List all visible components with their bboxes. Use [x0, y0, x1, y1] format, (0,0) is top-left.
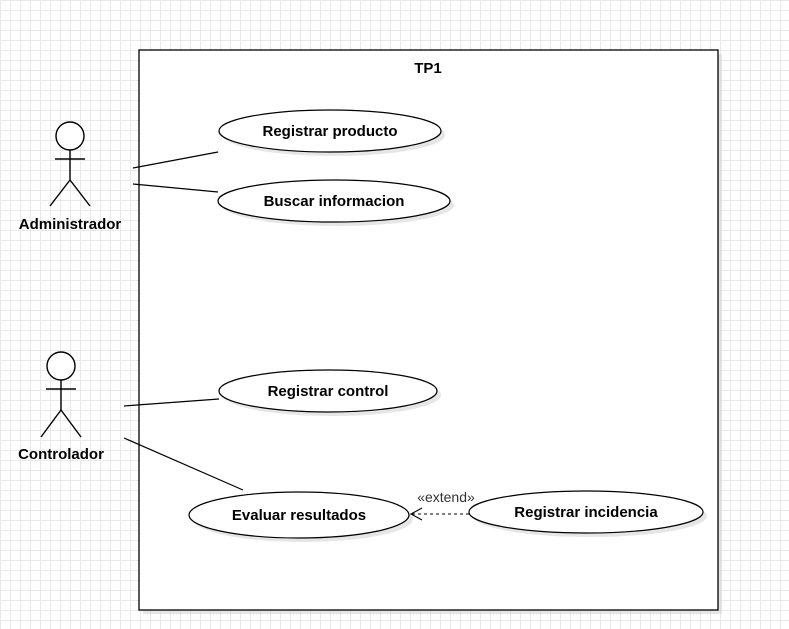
extend-relation[interactable]: «extend»	[409, 489, 475, 521]
system-title: TP1	[414, 60, 442, 77]
actor-label: Administrador	[19, 216, 122, 233]
actor-administrador[interactable]: Administrador	[19, 121, 122, 233]
association-admin-registrar-producto[interactable]	[132, 151, 219, 169]
use-case-ellipse	[217, 179, 451, 223]
stick-figure-icon	[49, 121, 91, 207]
use-case-ellipse	[188, 491, 410, 539]
actor-label: Controlador	[18, 446, 104, 463]
stick-figure-icon	[40, 351, 82, 438]
use-case-buscar-informacion[interactable]: Buscar informacion	[217, 179, 454, 226]
association-admin-buscar-informacion[interactable]	[132, 183, 219, 193]
use-case-label: Registrar control	[268, 383, 389, 400]
use-case-registrar-incidencia[interactable]: Registrar incidencia	[468, 490, 707, 537]
use-case-ellipse	[218, 109, 442, 153]
open-arrowhead-icon	[409, 507, 423, 521]
actor-controlador[interactable]: Controlador	[18, 351, 104, 463]
association-controlador-registrar-control[interactable]	[123, 398, 220, 407]
use-case-ellipse	[218, 369, 438, 413]
extend-label: «extend»	[417, 489, 475, 505]
use-case-registrar-producto[interactable]: Registrar producto	[218, 109, 445, 156]
use-case-registrar-control[interactable]: Registrar control	[218, 369, 441, 416]
association-controlador-evaluar-resultados[interactable]	[123, 437, 244, 491]
use-case-label: Buscar informacion	[264, 193, 405, 210]
use-case-label: Registrar incidencia	[514, 504, 658, 521]
use-case-evaluar-resultados[interactable]: Evaluar resultados	[188, 491, 413, 542]
use-case-label: Evaluar resultados	[232, 507, 366, 524]
use-case-label: Registrar producto	[262, 123, 397, 140]
use-case-ellipse	[468, 490, 704, 534]
